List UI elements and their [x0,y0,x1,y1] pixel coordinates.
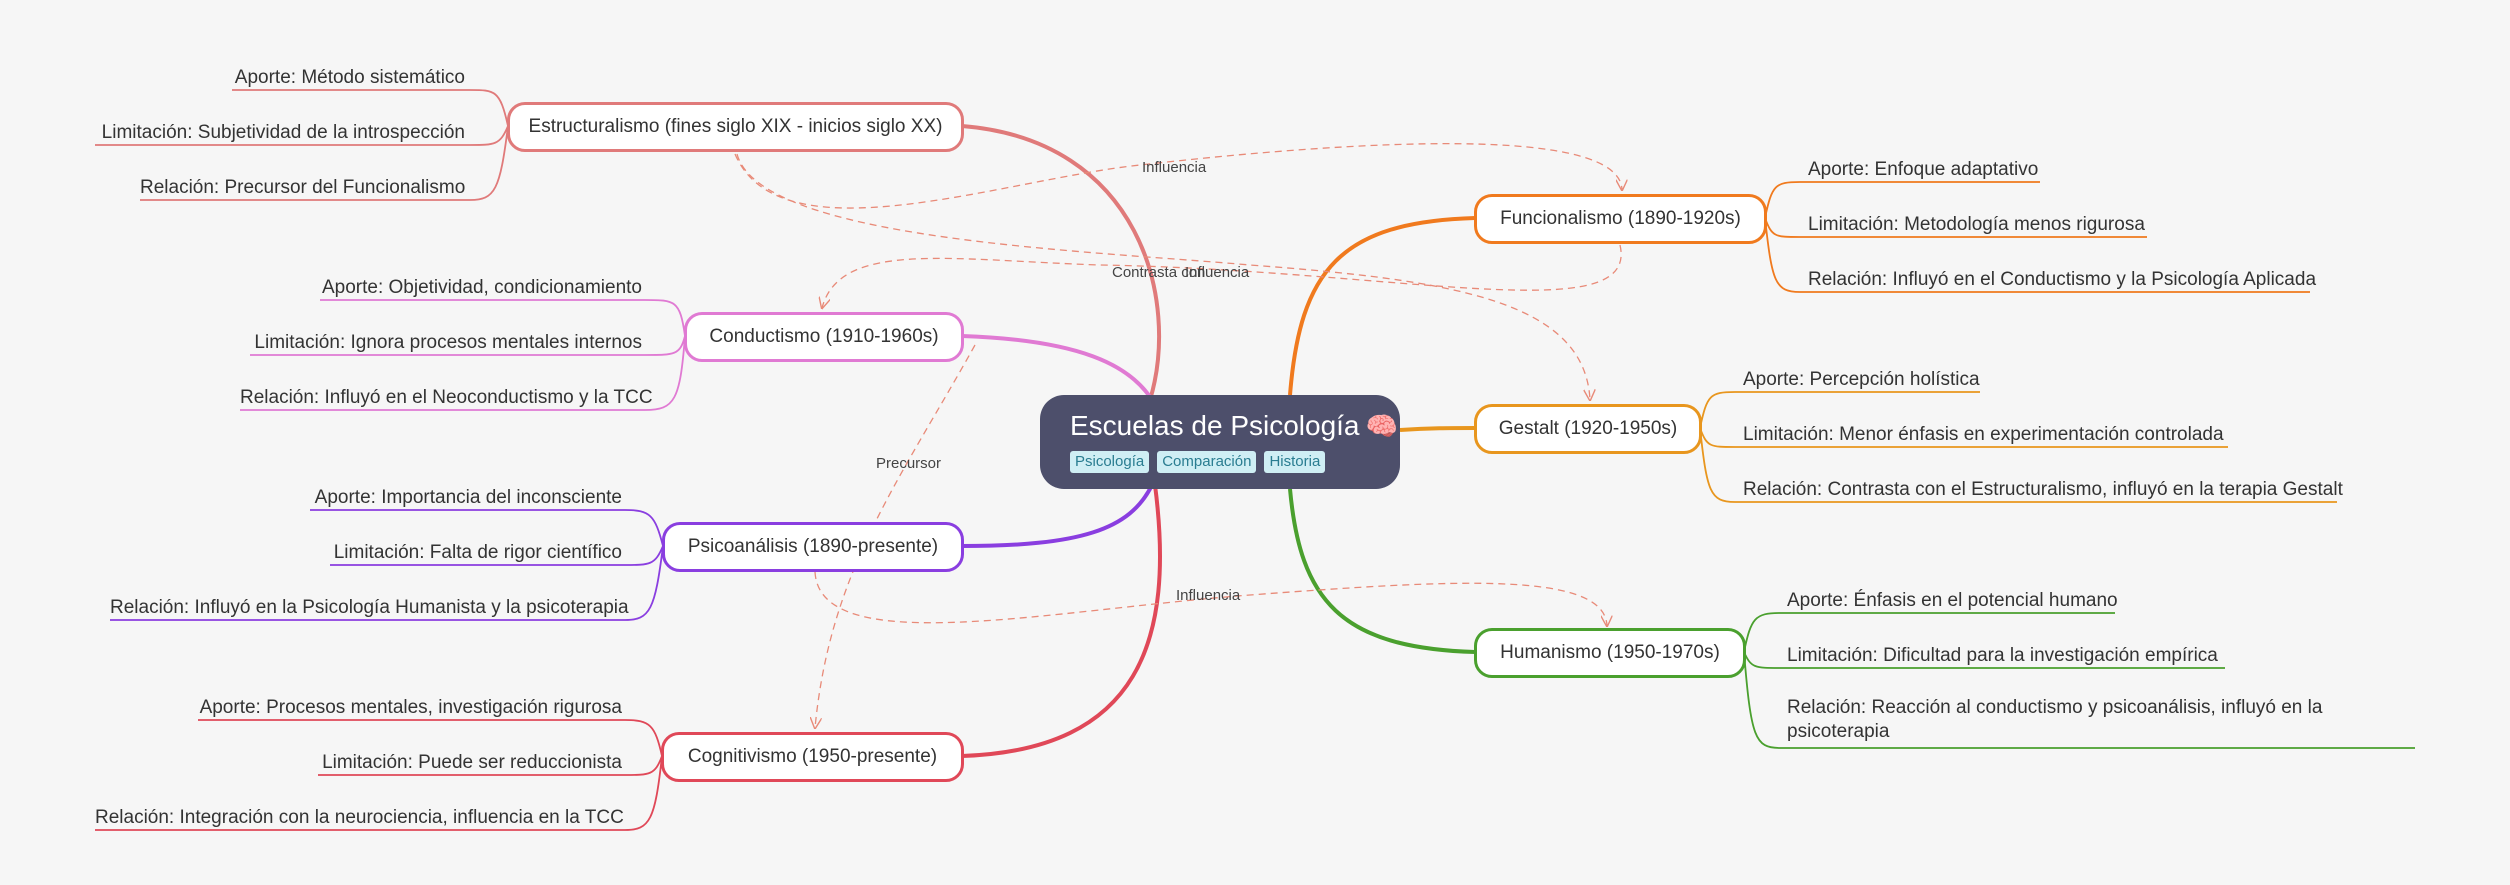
tag-list: Psicología Comparación Historia [1070,451,1400,473]
leaf-funcionalismo-relacion[interactable]: Relación: Influyó en el Conductismo y la… [1808,269,2317,290]
relation-label-precursor: Precursor [876,455,942,472]
leaf-funcionalismo-aporte[interactable]: Aporte: Enfoque adaptativo [1808,159,2039,180]
leaf-funcionalismo-limitacion[interactable]: Limitación: Metodología menos rigurosa [1808,214,2145,235]
leaf-cognitivismo-aporte[interactable]: Aporte: Procesos mentales, investigación… [199,697,622,718]
relation-funcionalismo-conductismo [822,244,1622,308]
leaf-conductismo-aporte[interactable]: Aporte: Objetividad, condicionamiento [321,277,642,298]
tag-psicologia[interactable]: Psicología [1070,451,1150,473]
topic-humanismo[interactable]: Humanismo (1950-1970s) [1474,628,1746,678]
relation-gestalt-estructuralismo [736,153,1590,400]
leaf-cognitivismo-limitacion[interactable]: Limitación: Puede ser reduccionista [322,752,622,773]
edge-root-humanismo [1288,488,1476,654]
leaf-conductismo-relacion[interactable]: Relación: Influyó en el Neoconductismo y… [240,387,653,408]
relation-label-influencia-conductismo: Influencia [1185,264,1250,281]
edge-root-cognitivismo [961,484,1162,758]
leaf-conductismo-limitacion[interactable]: Limitación: Ignora procesos mentales int… [254,332,642,353]
leaf-gestalt-aporte[interactable]: Aporte: Percepción holística [1743,369,1980,390]
edge-root-conductismo [961,334,1154,402]
topic-conductismo[interactable]: Conductismo (1910-1960s) [684,312,964,362]
leaf-estructuralismo-relacion[interactable]: Relación: Precursor del Funcionalismo [140,177,466,198]
topic-psicoanalisis[interactable]: Psicoanálisis (1890-presente) [662,522,964,572]
tag-historia[interactable]: Historia [1264,451,1326,473]
edge-root-psicoanalisis [961,484,1154,548]
topic-cognitivismo[interactable]: Cognitivismo (1950-presente) [661,732,964,782]
root-topic[interactable]: Escuelas de Psicología🧠 Psicología Compa… [1040,395,1400,489]
leaf-psicoanalisis-relacion[interactable]: Relación: Influyó en la Psicología Human… [110,597,629,618]
leaf-gestalt-relacion[interactable]: Relación: Contrasta con el Estructuralis… [1743,479,2343,500]
leaf-estructuralismo-aporte[interactable]: Aporte: Método sistemático [234,67,465,88]
root-title: Escuelas de Psicología [1070,410,1360,441]
topic-funcionalismo[interactable]: Funcionalismo (1890-1920s) [1474,194,1767,244]
relation-estructuralismo-funcionalismo [734,143,1622,209]
leaf-humanismo-aporte[interactable]: Aporte: Énfasis en el potencial humano [1787,590,2118,611]
tag-comparacion[interactable]: Comparación [1157,451,1257,473]
edge-root-gestalt [1399,426,1476,432]
leaf-humanismo-relacion[interactable]: Relación: Reacción al conductismo y psic… [1787,697,2323,742]
leaf-humanismo-limitacion[interactable]: Limitación: Dificultad para la investiga… [1787,645,2218,666]
relation-label-influencia-funcionalismo: Influencia [1142,159,1207,176]
leaf-cognitivismo-relacion[interactable]: Relación: Integración con la neurocienci… [95,807,624,828]
leaf-psicoanalisis-aporte[interactable]: Aporte: Importancia del inconsciente [314,487,622,508]
relation-label-contrasta: Contrasta con [1112,264,1206,281]
leaf-psicoanalisis-limitacion[interactable]: Limitación: Falta de rigor científico [333,542,622,563]
edge-root-estructuralismo [961,124,1162,401]
topic-estructuralismo[interactable]: Estructuralismo (fines siglo XIX - inici… [507,102,964,152]
brain-icon: 🧠 [1365,411,1398,441]
leaf-gestalt-limitacion[interactable]: Limitación: Menor énfasis en experimenta… [1743,424,2224,445]
relation-label-influencia-humanismo: Influencia [1176,587,1241,604]
topic-gestalt[interactable]: Gestalt (1920-1950s) [1474,404,1702,454]
leaf-estructuralismo-limitacion[interactable]: Limitación: Subjetividad de la introspec… [101,122,465,143]
relation-psicoanalisis-humanismo [814,571,1607,626]
edge-root-funcionalismo [1288,216,1476,396]
